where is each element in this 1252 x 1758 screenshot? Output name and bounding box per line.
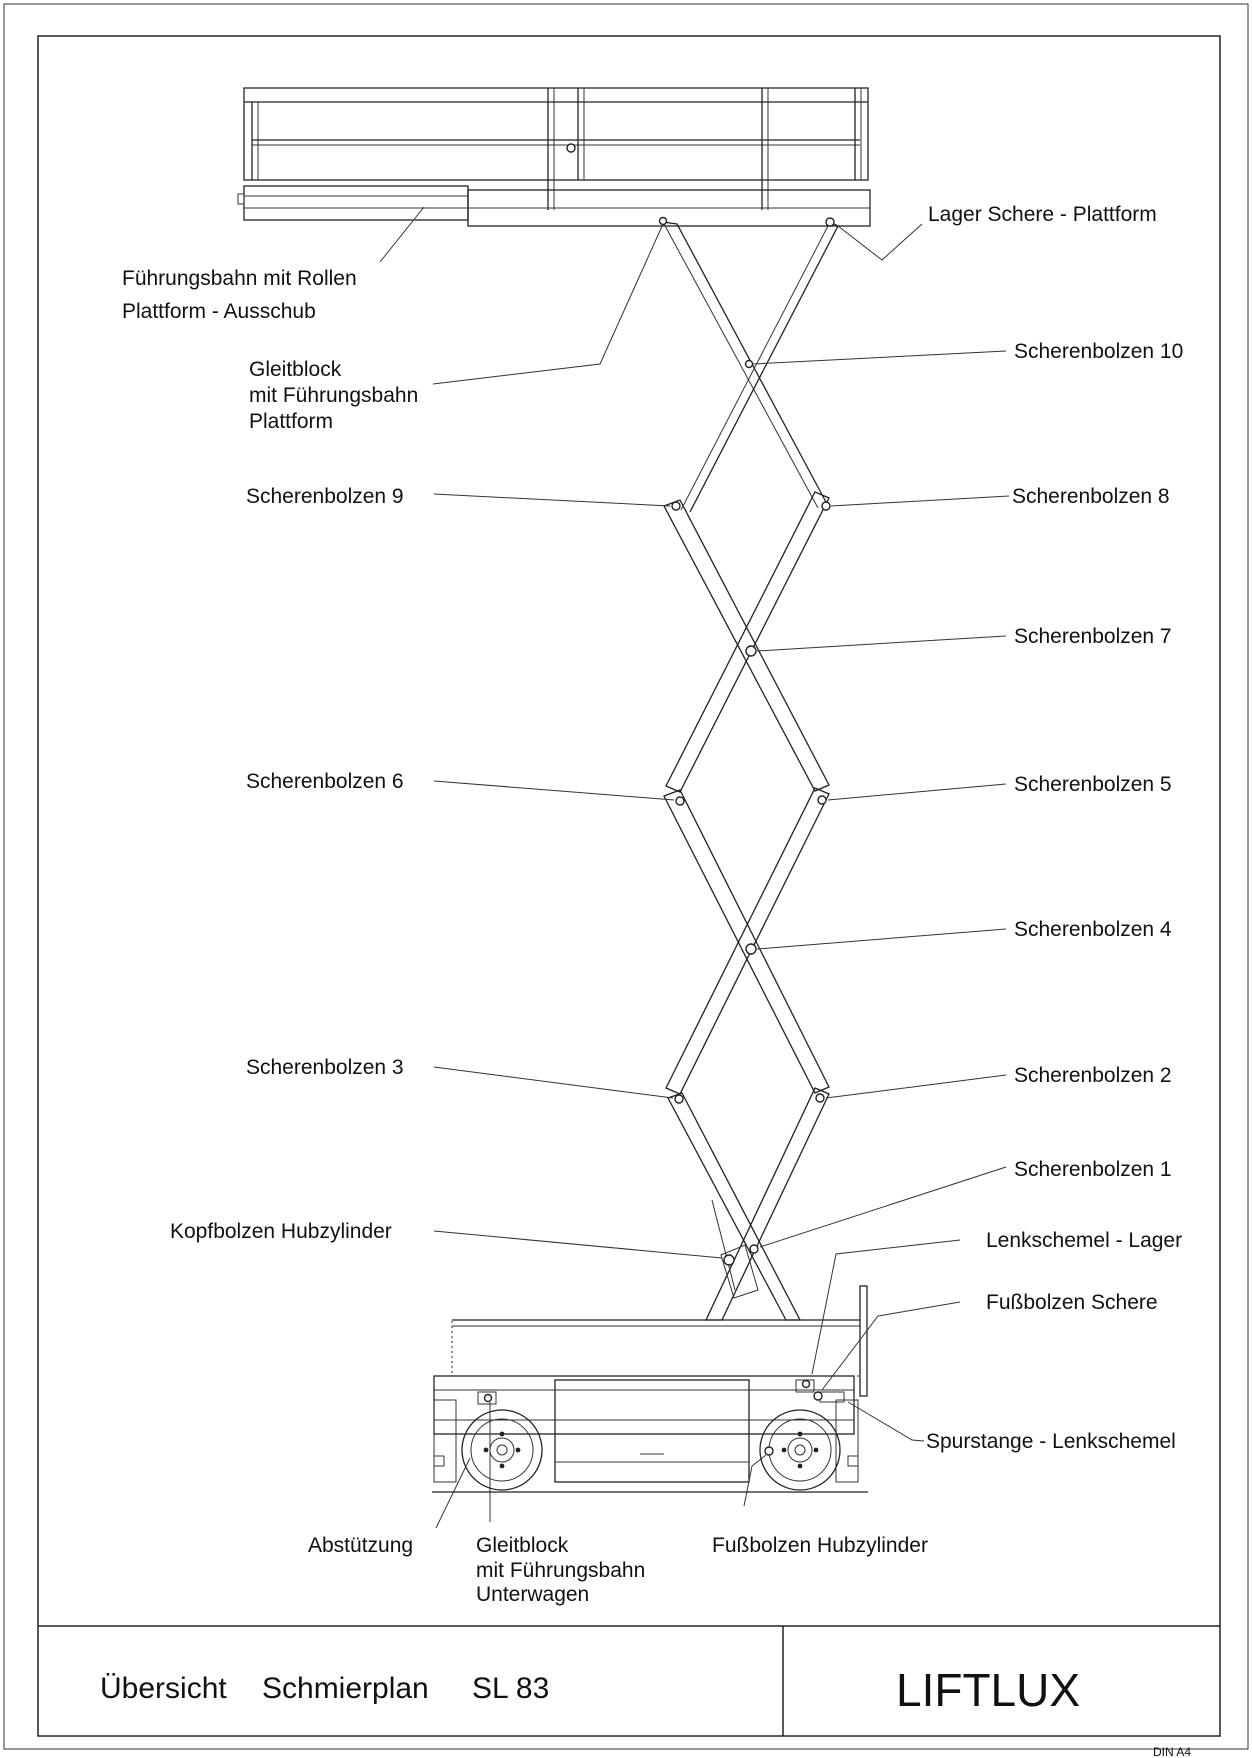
wheel-right (759, 1409, 841, 1491)
leader-lines (379, 206, 1010, 1529)
pin-bolzen-3 (674, 1094, 684, 1104)
label-abstuetzung: Abstützung (308, 1534, 413, 1557)
pin-lenkschemel-lager (801, 1379, 811, 1389)
brand-logo-text: LIFTLUX (896, 1664, 1080, 1716)
label-scherenbolzen-6: Scherenbolzen 6 (246, 770, 404, 793)
pin-bolzen-10 (744, 359, 754, 369)
label-lager-schere-plattform: Lager Schere - Plattform (928, 203, 1157, 226)
label-gleitblock-unten-line1: Gleitblock (476, 1534, 569, 1557)
label-gleitblock-oben-line1: Gleitblock (249, 358, 342, 381)
title-model: SL 83 (472, 1672, 549, 1705)
label-gleitblock-oben-line2: mit Führungsbahn (249, 384, 418, 407)
pin-gleitblock-unten (483, 1393, 493, 1403)
label-scherenbolzen-2: Scherenbolzen 2 (1014, 1064, 1172, 1087)
pin-lager-plattform (825, 217, 835, 227)
label-spurstange-lenkschemel: Spurstange - Lenkschemel (926, 1430, 1176, 1453)
lubrication-points (483, 216, 835, 1456)
label-gleitblock-unten-line2: mit Führungsbahn (476, 1559, 645, 1582)
pin-fussbolzen-schere (813, 1391, 823, 1401)
label-fussbolzen-schere: Fußbolzen Schere (986, 1291, 1158, 1314)
wheel-left (461, 1409, 543, 1491)
label-scherenbolzen-8: Scherenbolzen 8 (1012, 485, 1170, 508)
label-scherenbolzen-10: Scherenbolzen 10 (1014, 340, 1183, 363)
label-scherenbolzen-7: Scherenbolzen 7 (1014, 625, 1172, 648)
label-scherenbolzen-9: Scherenbolzen 9 (246, 485, 404, 508)
pin-fussbolzen-hubzylinder (764, 1446, 774, 1456)
inner-frame (37, 35, 1221, 1737)
pin-bolzen-6 (675, 796, 685, 806)
pin-bolzen-8 (821, 501, 831, 511)
scissor-arms (662, 221, 839, 1321)
pin-kopfbolzen (723, 1254, 735, 1266)
title-overview: Übersicht (100, 1672, 227, 1705)
label-fussbolzen-hubzylinder: Fußbolzen Hubzylinder (712, 1534, 928, 1557)
label-fuehrungsbahn-line1: Führungsbahn mit Rollen (122, 267, 357, 290)
pin-bolzen-5 (817, 795, 827, 805)
chassis (432, 1285, 868, 1493)
pin-bolzen-2 (815, 1093, 825, 1103)
outer-frame (3, 3, 1249, 1750)
label-gleitblock-unten-line3: Unterwagen (476, 1583, 589, 1606)
pin-bolzen-9 (671, 501, 681, 511)
label-scherenbolzen-3: Scherenbolzen 3 (246, 1056, 404, 1079)
paper-format: DIN A4 (1153, 1745, 1191, 1758)
label-scherenbolzen-5: Scherenbolzen 5 (1014, 773, 1172, 796)
pin-bolzen-1 (749, 1244, 759, 1254)
labels: Lager Schere - Plattform Führungsbahn mi… (122, 203, 1183, 1606)
label-lenkschemel-lager: Lenkschemel - Lager (986, 1229, 1182, 1252)
label-fuehrungsbahn-line2: Plattform - Ausschub (122, 300, 316, 323)
label-gleitblock-oben-line3: Plattform (249, 410, 333, 433)
title-block: Übersicht Schmierplan SL 83 LIFTLUX DIN … (38, 1625, 1220, 1758)
title-lubrication-plan: Schmierplan (262, 1672, 429, 1705)
platform (237, 87, 871, 227)
label-scherenbolzen-1: Scherenbolzen 1 (1014, 1158, 1172, 1181)
pin-bolzen-4 (745, 943, 757, 955)
pin-guide-top (658, 216, 668, 226)
label-scherenbolzen-4: Scherenbolzen 4 (1014, 918, 1172, 941)
label-kopfbolzen-hubzylinder: Kopfbolzen Hubzylinder (170, 1220, 392, 1243)
pin-bolzen-7 (745, 645, 757, 657)
